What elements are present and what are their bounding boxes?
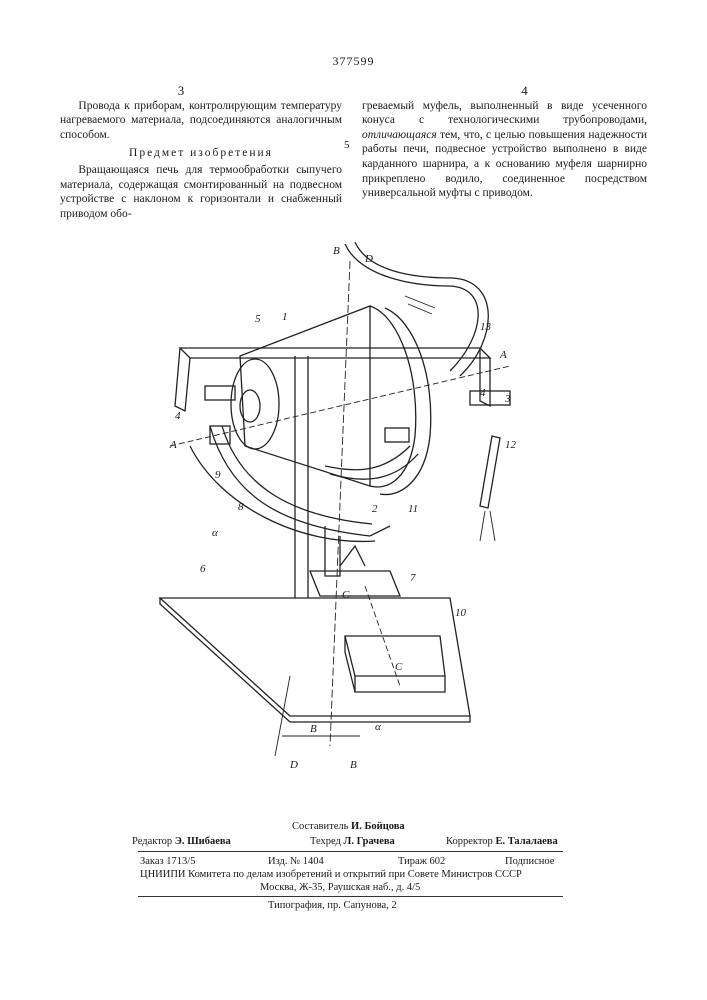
column-number-left: 3: [60, 84, 302, 99]
label-13: 13: [480, 321, 492, 333]
drive-shaft-12: [480, 436, 500, 508]
order-number: Заказ 1713/5: [140, 855, 195, 868]
subscription-note: Подписное: [505, 855, 554, 868]
editor-label: Редактор: [132, 836, 172, 847]
left-paragraph-2: Вращающаяся печь для термообработки сыпу…: [60, 163, 342, 221]
corrector-label: Корректор: [446, 836, 493, 847]
column-left: 3 Провода к приборам, контролирующим тем…: [60, 84, 342, 221]
print-run: Тираж 602: [398, 855, 445, 868]
left-paragraph-1: Провода к приборам, контролирующим темпе…: [60, 99, 342, 143]
colophon-divider-2: [138, 896, 563, 897]
label-B-bottom: В: [310, 723, 317, 735]
base-plate: [160, 598, 470, 716]
org-line-2: Москва, Ж-35, Раушская наб., д. 4/5: [260, 881, 420, 894]
techred-label: Техред: [310, 836, 341, 847]
techred-line: Техред Л. Грачева: [310, 835, 395, 848]
claims-heading: Предмет изобретения: [60, 146, 342, 161]
compiler-line: Составитель И. Бойцова: [292, 820, 405, 833]
editor-line: Редактор Э. Шибаева: [132, 835, 231, 848]
label-8: 8: [238, 501, 244, 513]
label-6: 6: [200, 563, 206, 575]
margin-line-number: 5: [344, 139, 350, 151]
label-A-left: А: [169, 439, 177, 451]
techred-name: Л. Грачева: [344, 836, 395, 847]
axis-A-A: [170, 366, 510, 446]
axis-D-D: [330, 261, 350, 746]
right-text-emphasis: отличающаяся: [362, 129, 437, 141]
corrector-name: Е. Талалаева: [495, 836, 557, 847]
label-C-small: С: [342, 589, 350, 601]
colophon-divider: [138, 851, 563, 852]
patent-figure: В D 13 5 1 А 4 3 4 12 А 9 8 2 11 α 6 7 С…: [150, 236, 570, 776]
patent-number: 377599: [0, 54, 707, 69]
right-text-before: греваемый муфель, выполненный в виде усе…: [362, 100, 647, 127]
compiler-label: Составитель: [292, 821, 348, 832]
column-right: 4 греваемый муфель, выполненный в виде у…: [362, 84, 647, 201]
label-2: 2: [372, 503, 378, 515]
frame-5: [180, 348, 490, 358]
label-D-bottom: D: [289, 759, 298, 771]
joint-7: [310, 571, 400, 596]
label-D-top: D: [364, 253, 373, 265]
label-12: 12: [505, 439, 517, 451]
right-paragraph: греваемый муфель, выполненный в виде усе…: [362, 99, 647, 201]
column-number-right: 4: [402, 84, 647, 99]
label-alpha-bottom: α: [375, 721, 381, 733]
org-line-1: ЦНИИПИ Комитета по делам изобретений и о…: [140, 868, 522, 881]
label-7: 7: [410, 572, 416, 584]
label-alpha-left: α: [212, 527, 218, 539]
label-5: 5: [255, 313, 261, 325]
izd-number: Изд. № 1404: [268, 855, 324, 868]
bracket-left: [205, 386, 235, 400]
furnace-drawing: В D 13 5 1 А 4 3 4 12 А 9 8 2 11 α 6 7 С…: [150, 236, 570, 776]
label-10: 10: [455, 607, 467, 619]
label-4-right: 4: [480, 387, 486, 399]
label-9: 9: [215, 469, 221, 481]
label-C-big: С: [395, 661, 403, 673]
label-B-bottom-2: В: [350, 759, 357, 771]
typography-line: Типография, пр. Сапунова, 2: [268, 899, 397, 912]
label-A-right: А: [499, 349, 507, 361]
compiler-name: И. Бойцова: [351, 821, 405, 832]
label-B-top: В: [333, 245, 340, 257]
corrector-line: Корректор Е. Талалаева: [446, 835, 558, 848]
support-column: [295, 356, 308, 598]
editor-name: Э. Шибаева: [175, 836, 231, 847]
label-1: 1: [282, 311, 288, 323]
muffle-cone: [240, 306, 370, 486]
label-3: 3: [504, 393, 511, 405]
label-11: 11: [408, 503, 418, 515]
label-4-left: 4: [175, 410, 181, 422]
carrier-8: [210, 426, 390, 536]
